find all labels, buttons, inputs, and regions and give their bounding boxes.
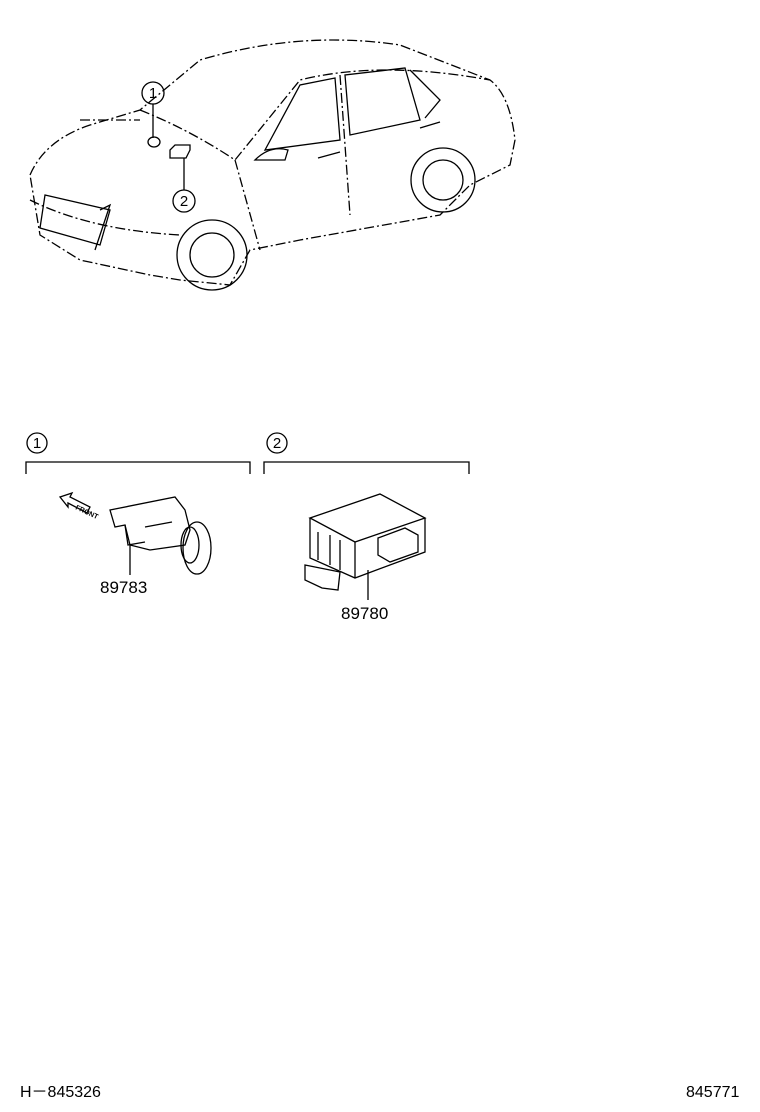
front-arrow-icon: FRONT [58,491,100,521]
section-2-callout: 2 [273,435,281,452]
front-label: FRONT [74,504,99,521]
relay-89780 [304,493,427,591]
section-1-callout: 1 [33,435,41,452]
sensor-89783 [109,496,212,575]
callout-2-car: 2 [180,193,188,210]
footer-left-code: H－845326 [20,1084,101,1101]
part-number-89783: 89783 [100,578,147,597]
section-1: 1 FRONT 89783 [25,432,251,597]
section-2: 2 89780 [263,432,470,623]
part-number-89780: 89780 [341,604,388,623]
footer-right-code: 845771 [686,1084,739,1101]
car-illustration: 1 2 [29,39,516,291]
callout-1-car: 1 [149,85,157,102]
